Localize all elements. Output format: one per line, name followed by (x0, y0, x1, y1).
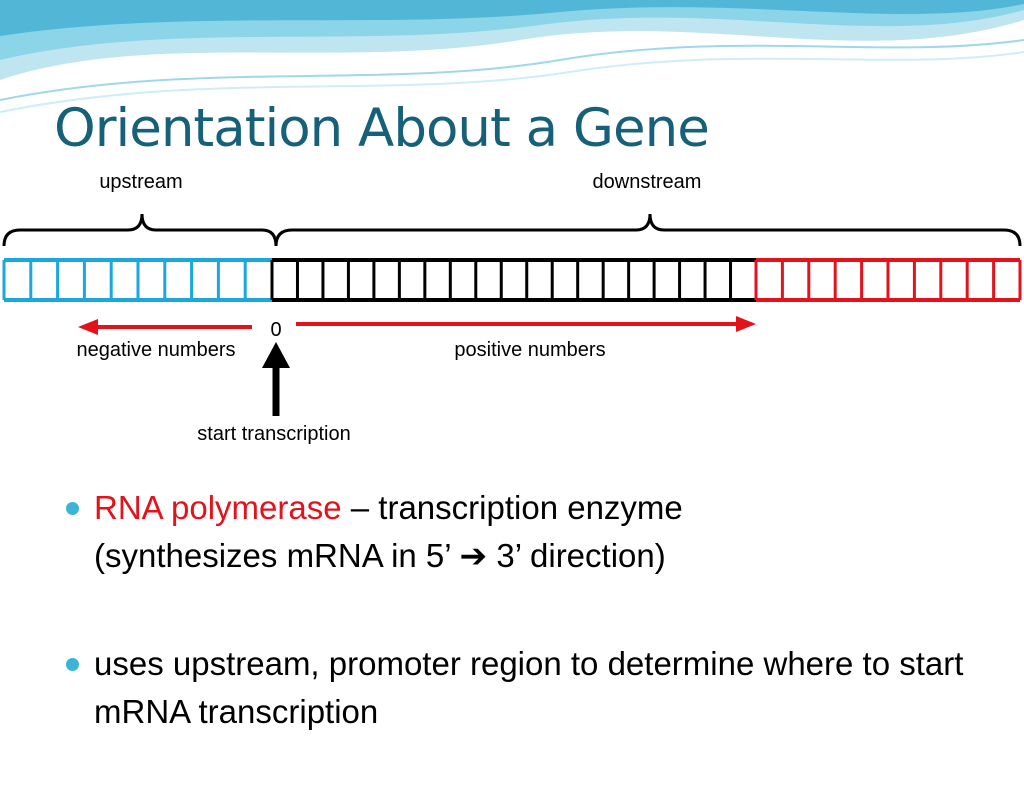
gene-orientation-diagram: upstream downstream 0 negative numbers p… (2, 171, 1022, 445)
start-transcription-label: start transcription (197, 423, 350, 445)
bullet-1-text: – transcription enzyme (341, 489, 683, 526)
downstream-region (754, 258, 1022, 302)
downstream-label: downstream (593, 171, 702, 193)
dna-ladder (2, 258, 1022, 302)
bullet-list: RNA polymerase – transcription enzyme (s… (62, 484, 982, 796)
zero-label: 0 (270, 319, 281, 341)
negative-numbers-label: negative numbers (77, 339, 236, 361)
negative-arrow (78, 319, 252, 335)
positive-numbers-label: positive numbers (454, 339, 605, 361)
downstream-brace (274, 213, 1022, 247)
upstream-brace (2, 213, 278, 247)
gene-region (270, 258, 758, 302)
positive-arrow (296, 316, 756, 332)
upstream-region (2, 258, 274, 302)
upstream-label: upstream (99, 171, 182, 193)
start-transcription-arrow (262, 342, 290, 416)
slide: Orientation About a Gene upstream downst… (0, 0, 1024, 730)
bullet-1-line2: (synthesizes mRNA in 5’ ➔ 3’ direction) (94, 537, 666, 574)
bullet-dot (66, 658, 79, 671)
bullet-rna-polymerase: RNA polymerase – transcription enzyme (s… (62, 484, 982, 580)
header-wave-decoration (0, 0, 1024, 113)
rna-polymerase-term: RNA polymerase (94, 489, 342, 526)
bullet-upstream-promoter: uses upstream, promoter region to determ… (62, 640, 982, 736)
bullet-dot (66, 502, 79, 515)
slide-title: Orientation About a Gene (54, 98, 710, 159)
bullet-2-text: uses upstream, promoter region to determ… (94, 645, 964, 730)
